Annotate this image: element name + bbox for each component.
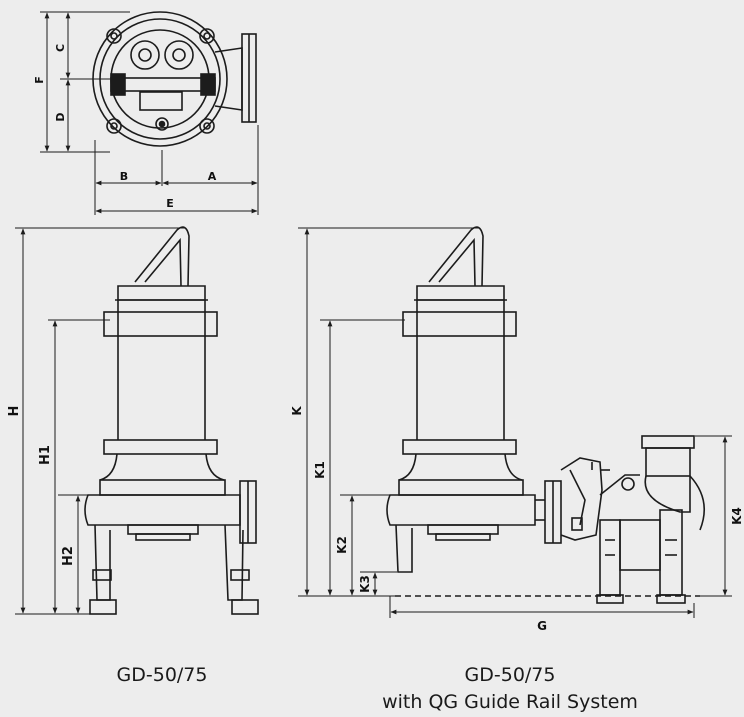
right-view-labels: K K1 K2 K3 G K4: [290, 406, 744, 633]
left-view-labels: H H1 H2: [7, 406, 76, 566]
top-view: [92, 11, 257, 147]
left-view-dimensions: [15, 227, 185, 615]
dim-label-f: F: [33, 76, 46, 84]
dim-label-k3: K3: [358, 575, 372, 593]
caption-left-model: GD-50/75: [116, 664, 208, 686]
caption-right-system: with QG Guide Rail System: [382, 691, 638, 713]
right-view-dimensions: [298, 227, 732, 618]
pump-left-view: [84, 226, 259, 615]
dim-label-d: D: [54, 112, 67, 121]
dim-label-k4: K4: [730, 507, 744, 525]
dim-label-g: G: [537, 619, 547, 633]
caption-right-model: GD-50/75: [464, 664, 556, 686]
dim-label-k: K: [290, 406, 304, 416]
top-view-labels: C D F B A E: [33, 44, 217, 210]
dim-label-k2: K2: [335, 536, 349, 554]
top-view-dimensions: [40, 11, 259, 215]
dim-label-h: H: [7, 406, 22, 417]
dim-label-k1: K1: [313, 461, 327, 479]
dim-label-c: C: [54, 44, 67, 52]
dim-label-a: A: [208, 170, 217, 183]
dim-label-h1: H1: [38, 445, 53, 465]
dim-label-e: E: [166, 197, 174, 210]
pump-right-view: [386, 226, 706, 604]
dim-label-b: B: [120, 170, 128, 183]
dim-label-h2: H2: [61, 546, 76, 566]
